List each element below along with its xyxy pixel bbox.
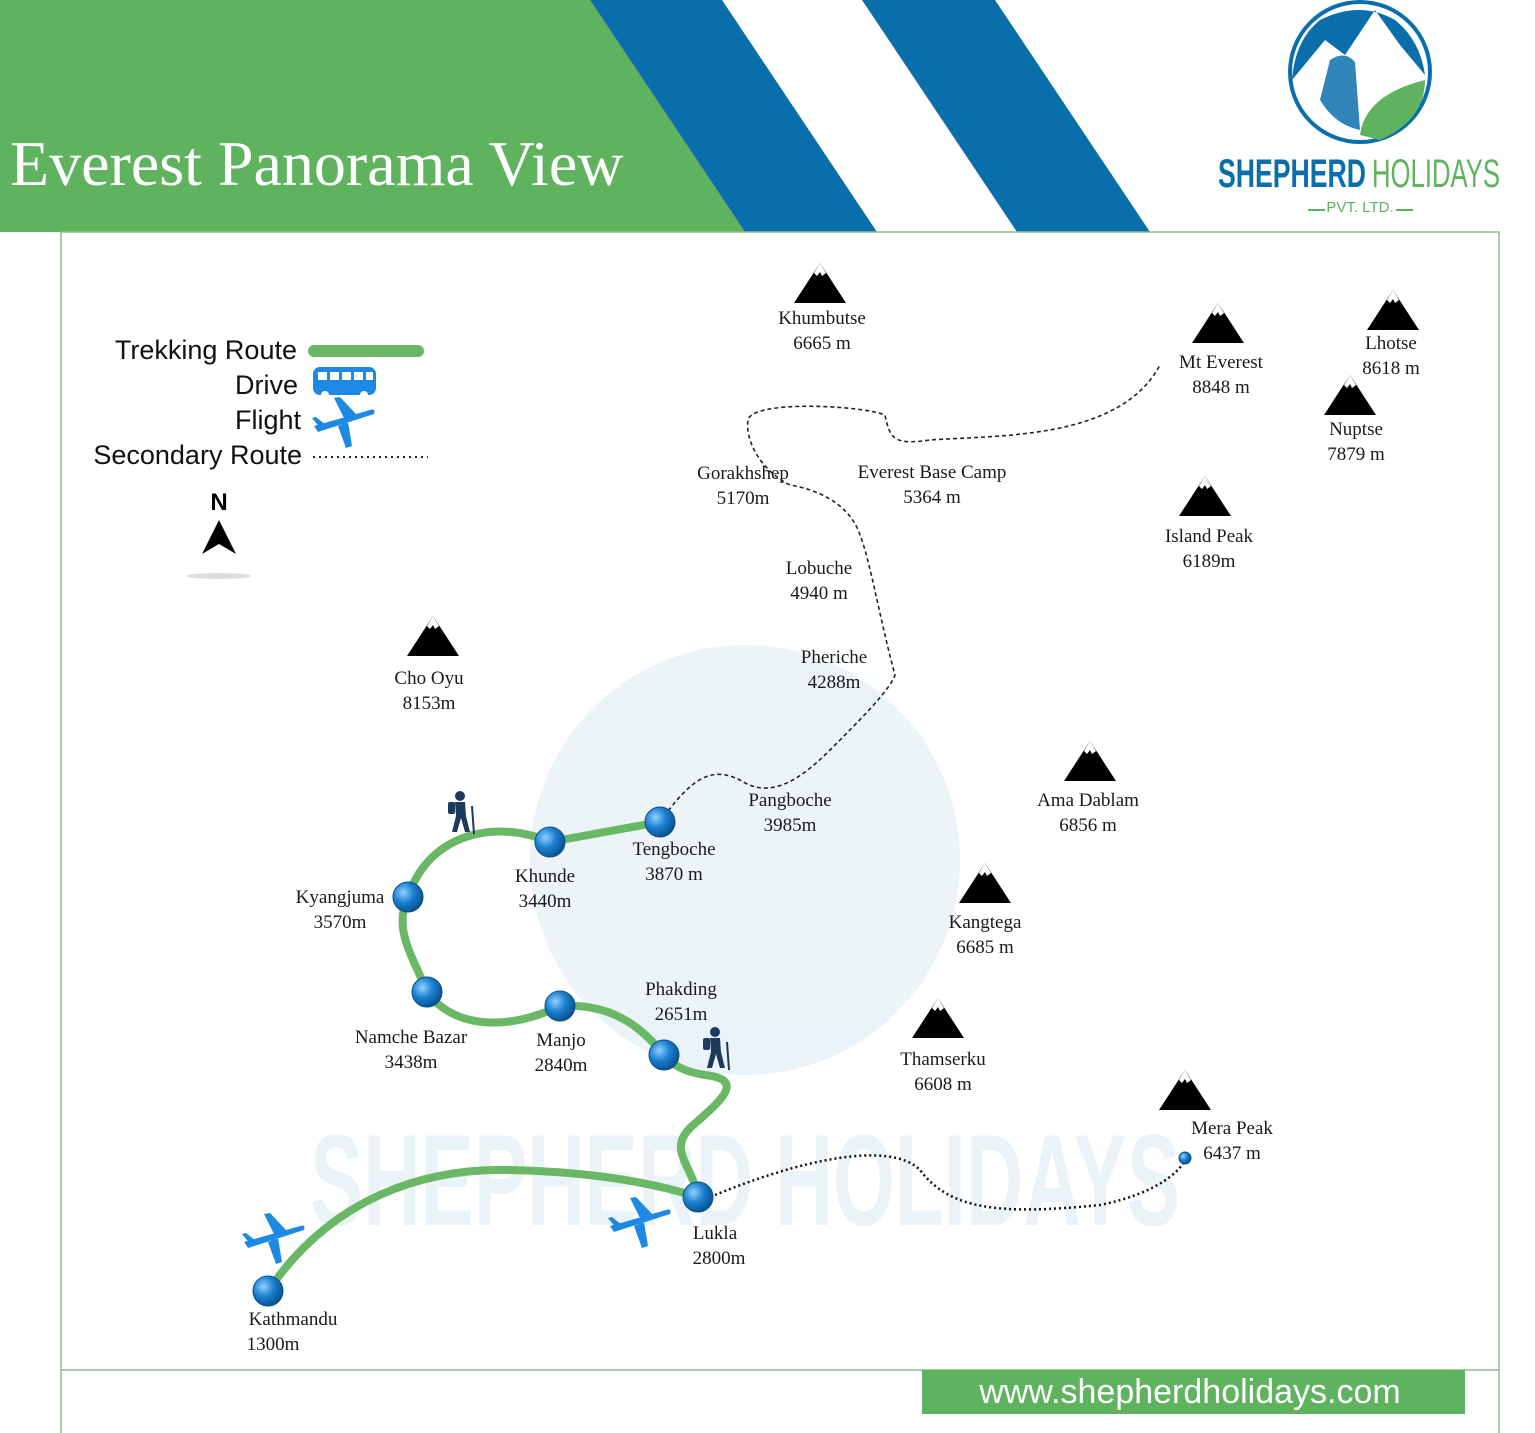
stop-name: Gorakhshep: [697, 463, 789, 484]
peak-name: Thamserku: [900, 1049, 986, 1070]
watermark-logo: SHEPHERD HOLIDAYS: [310, 645, 1180, 1253]
peak-name: Island Peak: [1165, 526, 1254, 547]
peak-name: Ama Dablam: [1037, 790, 1139, 811]
stop-alt: 1300m: [247, 1334, 300, 1355]
stop-name: Lukla: [693, 1223, 738, 1244]
peak-name: Lhotse: [1365, 333, 1417, 354]
mountain-icon: [912, 998, 964, 1038]
peak-alt: 6665 m: [793, 333, 851, 354]
peak-name: Nuptse: [1329, 419, 1383, 440]
stop-name: Tengboche: [632, 839, 715, 860]
page-title: Everest Panorama View: [10, 128, 623, 199]
mountain-icon: [1159, 1070, 1211, 1110]
peak-alt: 8618 m: [1362, 358, 1420, 379]
plane-icon: [312, 397, 375, 448]
legend-trekking-route: Trekking Route: [115, 335, 297, 365]
stop-name: Pheriche: [801, 647, 867, 668]
peak-alt: 6189m: [1183, 551, 1236, 572]
peak-name: Mt Everest: [1179, 352, 1264, 373]
header-blue-stripe: [590, 0, 877, 232]
stop-alt: 3870 m: [645, 864, 703, 885]
stop-node-lukla[interactable]: [682, 1181, 714, 1213]
route-stops: [252, 806, 1192, 1307]
map-frame: [60, 231, 1500, 1433]
mountain-icon: [407, 616, 459, 656]
stop-alt: 4940 m: [790, 583, 848, 604]
hiker-icon: [447, 790, 475, 835]
stop-alt: 4288m: [808, 672, 861, 693]
peak-name: Cho Oyu: [394, 668, 464, 689]
legend-secondary-route: Secondary Route: [93, 440, 302, 470]
legend-drive: Drive: [235, 370, 298, 400]
peak-alt: 8153m: [403, 693, 456, 714]
svg-text:SHEPHERD HOLIDAYS: SHEPHERD HOLIDAYS: [310, 1107, 1180, 1253]
stop-name: Khunde: [515, 866, 575, 887]
peak-alt: 6856 m: [1059, 815, 1117, 836]
mountain-icon: [1324, 375, 1376, 415]
mountain-icon: [1367, 290, 1419, 330]
stop-alt: 5170m: [717, 488, 770, 509]
header-banner: Everest Panorama View: [0, 0, 1150, 232]
stop-node-kyangjuma[interactable]: [392, 881, 424, 913]
header-green-band: [0, 0, 745, 232]
mountain-icon: [794, 263, 846, 303]
mountain-icon: [1179, 476, 1231, 516]
stop-alt: 3570m: [314, 912, 367, 933]
website-link[interactable]: www.shepherdholidays.com: [978, 1373, 1400, 1411]
stop-name: Pangboche: [748, 790, 831, 811]
bus-icon: [313, 367, 376, 399]
stop-alt: 3440m: [519, 891, 572, 912]
stop-node-namche[interactable]: [411, 976, 443, 1008]
stop-name: Kyangjuma: [296, 887, 385, 908]
peak-alt: 7879 m: [1327, 444, 1385, 465]
stop-node-khunde[interactable]: [534, 826, 566, 858]
peak-alt: 8848 m: [1192, 377, 1250, 398]
stop-name: Kathmandu: [249, 1309, 338, 1330]
peak-name: Kangtega: [949, 912, 1022, 933]
brand-logo: SHEPHERD HOLIDAYS PVT. LTD.: [1218, 0, 1500, 216]
peak-name: Khumbutse: [778, 308, 866, 329]
north-arrow-icon: [202, 520, 236, 554]
peak-alt: 6608 m: [914, 1074, 972, 1095]
mountain-icon: [1064, 741, 1116, 781]
brand-name-secondary: HOLIDAYS: [1372, 152, 1500, 196]
brand-name-primary: SHEPHERD: [1218, 152, 1366, 196]
stop-alt: 3438m: [385, 1052, 438, 1073]
mountain-icon: [959, 863, 1011, 903]
stop-node-manjo[interactable]: [544, 990, 576, 1022]
stop-name: Phakding: [645, 979, 717, 1000]
legend-flight: Flight: [235, 405, 302, 435]
stop-alt: 3985m: [764, 815, 817, 836]
stop-alt: 2840m: [535, 1055, 588, 1076]
stop-alt: 6437 m: [1203, 1143, 1261, 1164]
stop-node-phakding[interactable]: [648, 1039, 680, 1071]
stop-name: Everest Base Camp: [858, 462, 1007, 483]
website-banner[interactable]: www.shepherdholidays.com: [922, 1370, 1465, 1414]
peak-alt: 6685 m: [956, 937, 1014, 958]
north-label: N: [210, 489, 227, 516]
stop-alt: 5364 m: [903, 487, 961, 508]
mountain-icon: [1192, 303, 1244, 343]
stop-name: Manjo: [536, 1030, 586, 1051]
stop-node-kathmandu[interactable]: [252, 1275, 284, 1307]
header-blue-stripe: [862, 0, 1150, 232]
stop-node-mera[interactable]: [1178, 1151, 1192, 1165]
legend: Trekking Route Drive Flight Secondary Ro…: [93, 335, 428, 579]
brand-sub: PVT. LTD.: [1326, 199, 1393, 216]
stop-alt: 2800m: [693, 1248, 746, 1269]
stop-node-tengboche[interactable]: [644, 806, 676, 838]
secondary-route: [659, 364, 1161, 823]
stop-name: Lobuche: [786, 558, 852, 579]
stop-alt: 2651m: [655, 1004, 708, 1025]
stop-name: Namche Bazar: [355, 1027, 468, 1048]
stop-name: Mera Peak: [1191, 1118, 1273, 1139]
